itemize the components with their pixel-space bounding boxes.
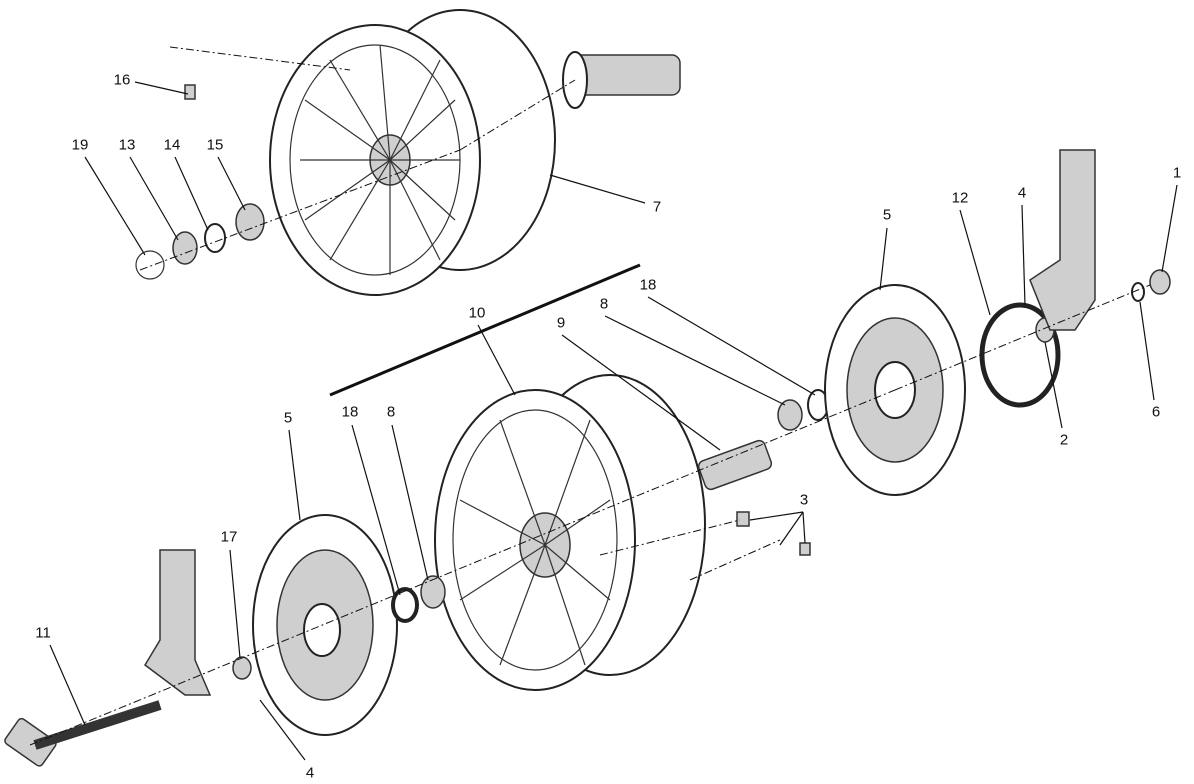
bearing-13 <box>172 231 198 265</box>
callout-2: 2 <box>1059 431 1069 449</box>
spacer-17 <box>232 656 252 680</box>
callout-11: 11 <box>35 624 51 642</box>
callout-18: 18 <box>639 276 657 294</box>
callout-6: 6 <box>1151 403 1161 421</box>
callout-18-left: 18 <box>341 403 359 421</box>
callout-9: 9 <box>556 314 566 332</box>
callout-10: 10 <box>468 304 486 322</box>
callout-5: 5 <box>882 206 892 224</box>
callout-8: 8 <box>599 295 609 313</box>
callout-17: 17 <box>220 528 238 546</box>
callout-1: 1 <box>1172 164 1182 182</box>
callout-14: 14 <box>163 136 181 154</box>
callout-19: 19 <box>71 136 89 154</box>
callout-3: 3 <box>799 491 809 509</box>
bearing-8-left <box>420 575 446 609</box>
bearing-8 <box>777 399 803 431</box>
callout-13: 13 <box>118 136 136 154</box>
bolt-3a <box>736 511 750 527</box>
axle-11 <box>4 717 57 767</box>
rear-wheel <box>269 9 556 296</box>
spacer-9 <box>697 439 773 491</box>
callout-8-left: 8 <box>386 403 396 421</box>
callout-5-left: 5 <box>283 409 293 427</box>
callout-4-left: 4 <box>305 764 315 782</box>
callout-7: 7 <box>652 198 662 216</box>
callout-12: 12 <box>951 189 969 207</box>
callout-15: 15 <box>206 136 224 154</box>
bolt-3b <box>799 542 811 556</box>
circlip-19 <box>135 250 165 280</box>
spacer-14 <box>204 223 226 253</box>
callout-4: 4 <box>1017 184 1027 202</box>
fork-right <box>1029 149 1096 331</box>
fork-left <box>144 549 212 696</box>
brake-disc-left <box>252 514 398 736</box>
nut-1 <box>1149 269 1171 295</box>
seal-15 <box>235 203 265 241</box>
front-wheel <box>434 374 706 691</box>
rear-hub-shaft <box>562 51 681 109</box>
valve-16 <box>184 84 196 100</box>
callout-16: 16 <box>113 71 131 89</box>
seal-18-left <box>391 587 419 623</box>
